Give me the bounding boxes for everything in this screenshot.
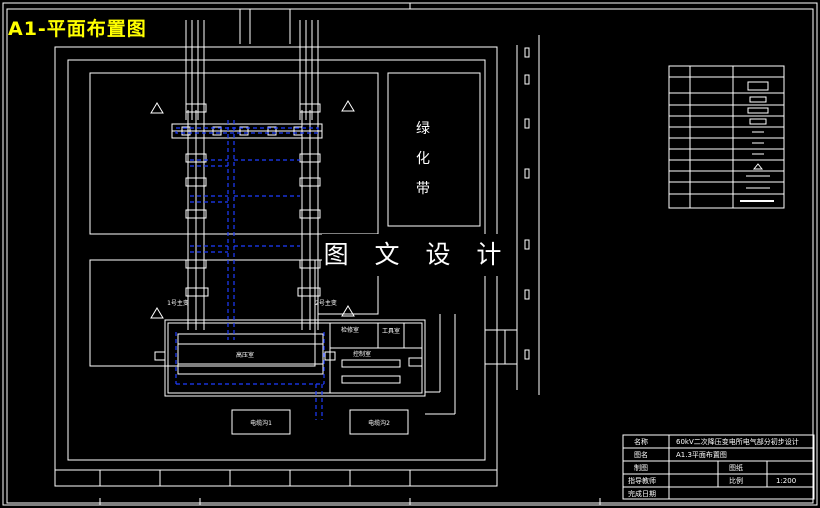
transformer-2-symbol (297, 287, 321, 297)
outdoor-yard (89, 72, 379, 235)
greenbelt (387, 72, 481, 227)
title-block-scale-value: 1:200 (776, 477, 796, 485)
title-block-name-label: 名称 (634, 437, 648, 446)
transformer-2-label: 2号主变 (315, 299, 337, 307)
title-block-supervisor-label: 指导教师 (628, 476, 656, 485)
gate (484, 329, 518, 365)
greenbelt-char-3: 带 (416, 181, 430, 197)
title-block (622, 434, 815, 500)
title-block-drawing-label: 图名 (634, 450, 648, 459)
incoming-lines (185, 20, 319, 120)
sheet-title: A1-平面布置图 (8, 18, 147, 40)
workshop-room-label: 检修室 (341, 326, 359, 334)
greenbelt-char-2: 化 (416, 151, 430, 167)
switchgear-room-label: 高压室 (236, 351, 254, 359)
cable-trench-2 (349, 409, 409, 435)
transformer-1-symbol (185, 287, 209, 297)
tool-room-label: 工具室 (382, 327, 400, 335)
title-block-sheet-label: 图纸 (729, 463, 743, 472)
transformer-1-label: 1号主变 (167, 299, 189, 307)
cable-trench-1 (231, 409, 291, 435)
title-block-scale-label: 比例 (729, 476, 743, 485)
equipment-legend (668, 65, 785, 209)
title-block-drawing-value: A1.3平面布置图 (676, 450, 727, 459)
relay-room-label: 控制室 (353, 350, 371, 358)
wall-markers (524, 47, 530, 360)
watermark: 图 文 设 计 (322, 234, 512, 276)
title-block-date-label: 完成日期 (628, 489, 656, 498)
bay-2 (297, 103, 321, 330)
warning-sign-icon (150, 100, 355, 319)
greenbelt-char-1: 绿 (416, 121, 430, 137)
title-block-name-value: 60kV二次降压变电所电气部分初步设计 (676, 437, 799, 446)
transformer-yard (89, 259, 316, 367)
switchgear-room (177, 333, 324, 375)
title-block-drawn-label: 制图 (634, 463, 648, 472)
cable-trench-1-label: 电缆沟1 (250, 419, 272, 427)
cable-trench-2-label: 电缆沟2 (368, 419, 390, 427)
cable-routes (175, 120, 325, 420)
bay-1 (171, 103, 323, 330)
